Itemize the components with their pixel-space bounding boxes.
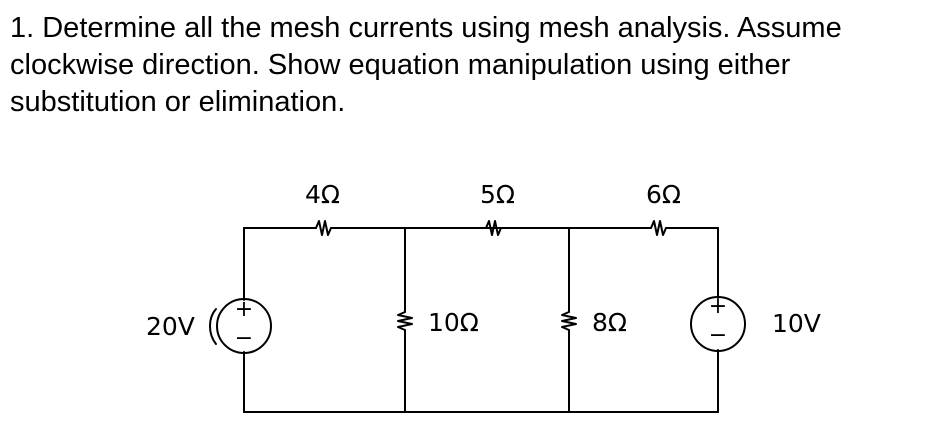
resistor-4ohm	[315, 220, 332, 236]
label-20v: 20V	[146, 312, 195, 341]
resistor-10ohm	[397, 311, 413, 331]
label-4ohm: 4Ω	[305, 180, 340, 209]
voltage-source-10v	[690, 296, 746, 352]
label-5ohm: 5Ω	[480, 180, 515, 209]
resistor-6ohm	[650, 220, 667, 236]
minus-sign-10v: −	[709, 323, 727, 348]
label-8ohm: 8Ω	[592, 308, 627, 337]
plus-sign-20v: +	[235, 297, 253, 322]
label-6ohm: 6Ω	[646, 180, 681, 209]
resistor-8ohm	[561, 311, 577, 331]
resistor-5ohm	[485, 220, 502, 236]
plus-sign-10v: +	[709, 294, 727, 319]
minus-sign-20v: −	[235, 326, 253, 351]
source-bracket-left	[209, 308, 217, 345]
voltage-source-20v	[216, 298, 272, 354]
question-text: 1. Determine all the mesh currents using…	[10, 12, 842, 118]
label-10ohm: 10Ω	[428, 308, 479, 337]
label-10v: 10V	[772, 309, 821, 338]
